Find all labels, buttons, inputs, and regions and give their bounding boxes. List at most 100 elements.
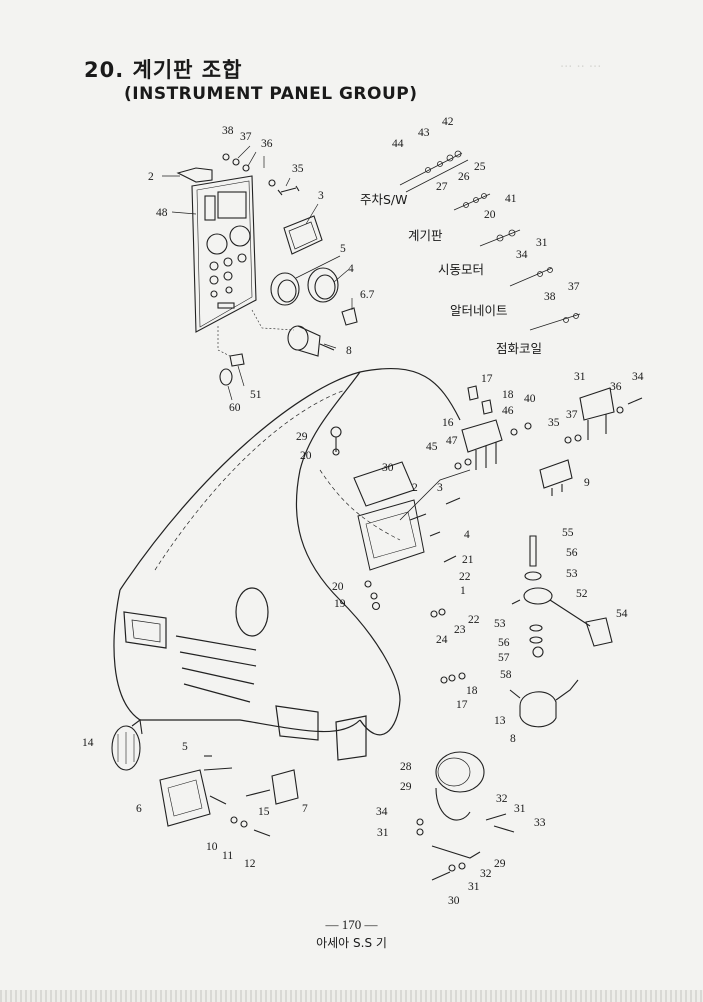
callout-33: 33 (534, 817, 546, 829)
model-name: 아세아 S.S 기 (316, 936, 387, 950)
callout-22-mid: 22 (459, 571, 471, 583)
callout-17-low: 17 (456, 699, 468, 711)
callout-35: 35 (292, 163, 304, 175)
lever-knob (585, 617, 613, 647)
callout-20-low: 20 (332, 581, 344, 593)
group-label-instrument-panel: 계기판 (408, 228, 443, 243)
callout-55: 55 (562, 527, 574, 539)
callout-4: 4 (348, 263, 354, 275)
callout-31-mid: 31 (514, 803, 526, 815)
callout-31-bottom: 31 (468, 881, 480, 893)
callout-6: 6 (136, 803, 142, 815)
callout-28: 28 (400, 761, 412, 773)
callout-29-upper: 29 (296, 431, 308, 443)
meter-housing (353, 461, 415, 507)
callout-38-upper: 38 (544, 291, 556, 303)
group-label-alternator: 알터네이트 (450, 303, 508, 318)
callout-37-relay: 37 (566, 409, 578, 421)
relay-bracket (579, 387, 615, 421)
callout-15: 15 (258, 806, 270, 818)
callout-13: 13 (494, 715, 506, 727)
group-label-starter-motor: 시동모터 (438, 262, 484, 277)
callout-57: 57 (498, 652, 510, 664)
fuse-block (461, 419, 503, 453)
horn (111, 725, 141, 771)
bleed-through-text: ··· ·· ··· (560, 60, 602, 75)
callout-14: 14 (82, 737, 94, 749)
instrument-panel-plate (191, 175, 257, 333)
bracket (176, 167, 213, 183)
callout-18-low: 18 (466, 685, 478, 697)
callout-47: 47 (446, 435, 458, 447)
callout-53-upper: 53 (566, 568, 578, 580)
callout-32-low: 32 (480, 868, 492, 880)
callout-56-upper: 56 (566, 547, 578, 559)
callout-46: 46 (502, 405, 514, 417)
callout-19: 19 (334, 598, 346, 610)
callout-17-upper: 17 (481, 373, 493, 385)
page-title-english: (INSTRUMENT PANEL GROUP) (124, 84, 418, 104)
callout-27: 27 (436, 181, 448, 193)
page-number: — 170 — (325, 917, 378, 932)
callout-8-upper: 8 (346, 345, 352, 357)
callout-53-lower: 53 (494, 618, 506, 630)
group-label-parking-switch: 주차S/W (360, 192, 408, 207)
callout-1: 1 (460, 585, 466, 597)
callout-36: 36 (261, 138, 273, 150)
callout-44: 44 (392, 138, 404, 150)
lever-hub (523, 587, 553, 605)
callout-26: 26 (458, 171, 470, 183)
callout-43: 43 (418, 127, 430, 139)
callout-37: 37 (240, 131, 252, 143)
callout-20-mid: 20 (300, 450, 312, 462)
scan-edge (0, 990, 703, 1002)
callout-34-upper: 34 (516, 249, 528, 261)
rear-lamp (435, 751, 485, 793)
part-callouts: 38 37 36 35 2 48 3 5 4 6.7 8 51 60 42 43… (82, 116, 644, 907)
callout-34-relay: 34 (632, 371, 644, 383)
callout-51: 51 (250, 389, 262, 401)
callout-31-upper: 31 (536, 237, 548, 249)
callout-2-mid: 2 (412, 482, 418, 494)
callout-30: 30 (382, 462, 394, 474)
group-label-ignition-coil: 점화코일 (496, 341, 542, 356)
callout-8-low: 8 (510, 733, 516, 745)
callout-12: 12 (244, 858, 256, 870)
callout-3-mid: 3 (437, 482, 443, 494)
callout-20-upper: 20 (484, 209, 496, 221)
callout-29-mid: 29 (400, 781, 412, 793)
relay (539, 459, 573, 489)
callout-40: 40 (524, 393, 536, 405)
callout-35-relay: 35 (548, 417, 560, 429)
callout-5-low: 5 (182, 741, 188, 753)
callout-2: 2 (148, 171, 154, 183)
callout-23: 23 (454, 624, 466, 636)
callout-36-relay: 36 (610, 381, 622, 393)
callout-34-low: 34 (376, 806, 388, 818)
callout-58: 58 (500, 669, 512, 681)
callout-37-upper: 37 (568, 281, 580, 293)
callout-48: 48 (156, 207, 168, 219)
callout-29-low: 29 (494, 858, 506, 870)
callout-24: 24 (436, 634, 448, 646)
callout-6.7: 6.7 (360, 289, 375, 301)
callout-16: 16 (442, 417, 454, 429)
gauge-square (283, 215, 323, 255)
callout-32-upper: 32 (496, 793, 508, 805)
callout-54: 54 (616, 608, 628, 620)
callout-21: 21 (462, 554, 474, 566)
group-labels: 주차S/W 계기판 시동모터 알터네이트 점화코일 (360, 192, 542, 356)
hood-outline (113, 368, 471, 761)
callout-9: 9 (584, 477, 590, 489)
callout-4-mid: 4 (464, 529, 470, 541)
clamp (519, 691, 557, 728)
callout-38: 38 (222, 125, 234, 137)
page-title-korean: 20. 계기판 조합 (84, 58, 243, 82)
callout-31-low: 31 (377, 827, 389, 839)
callout-18-upper: 18 (502, 389, 514, 401)
callout-30-bottom: 30 (448, 895, 460, 907)
callout-10: 10 (206, 841, 218, 853)
callout-11: 11 (222, 850, 233, 862)
callout-7: 7 (302, 803, 308, 815)
